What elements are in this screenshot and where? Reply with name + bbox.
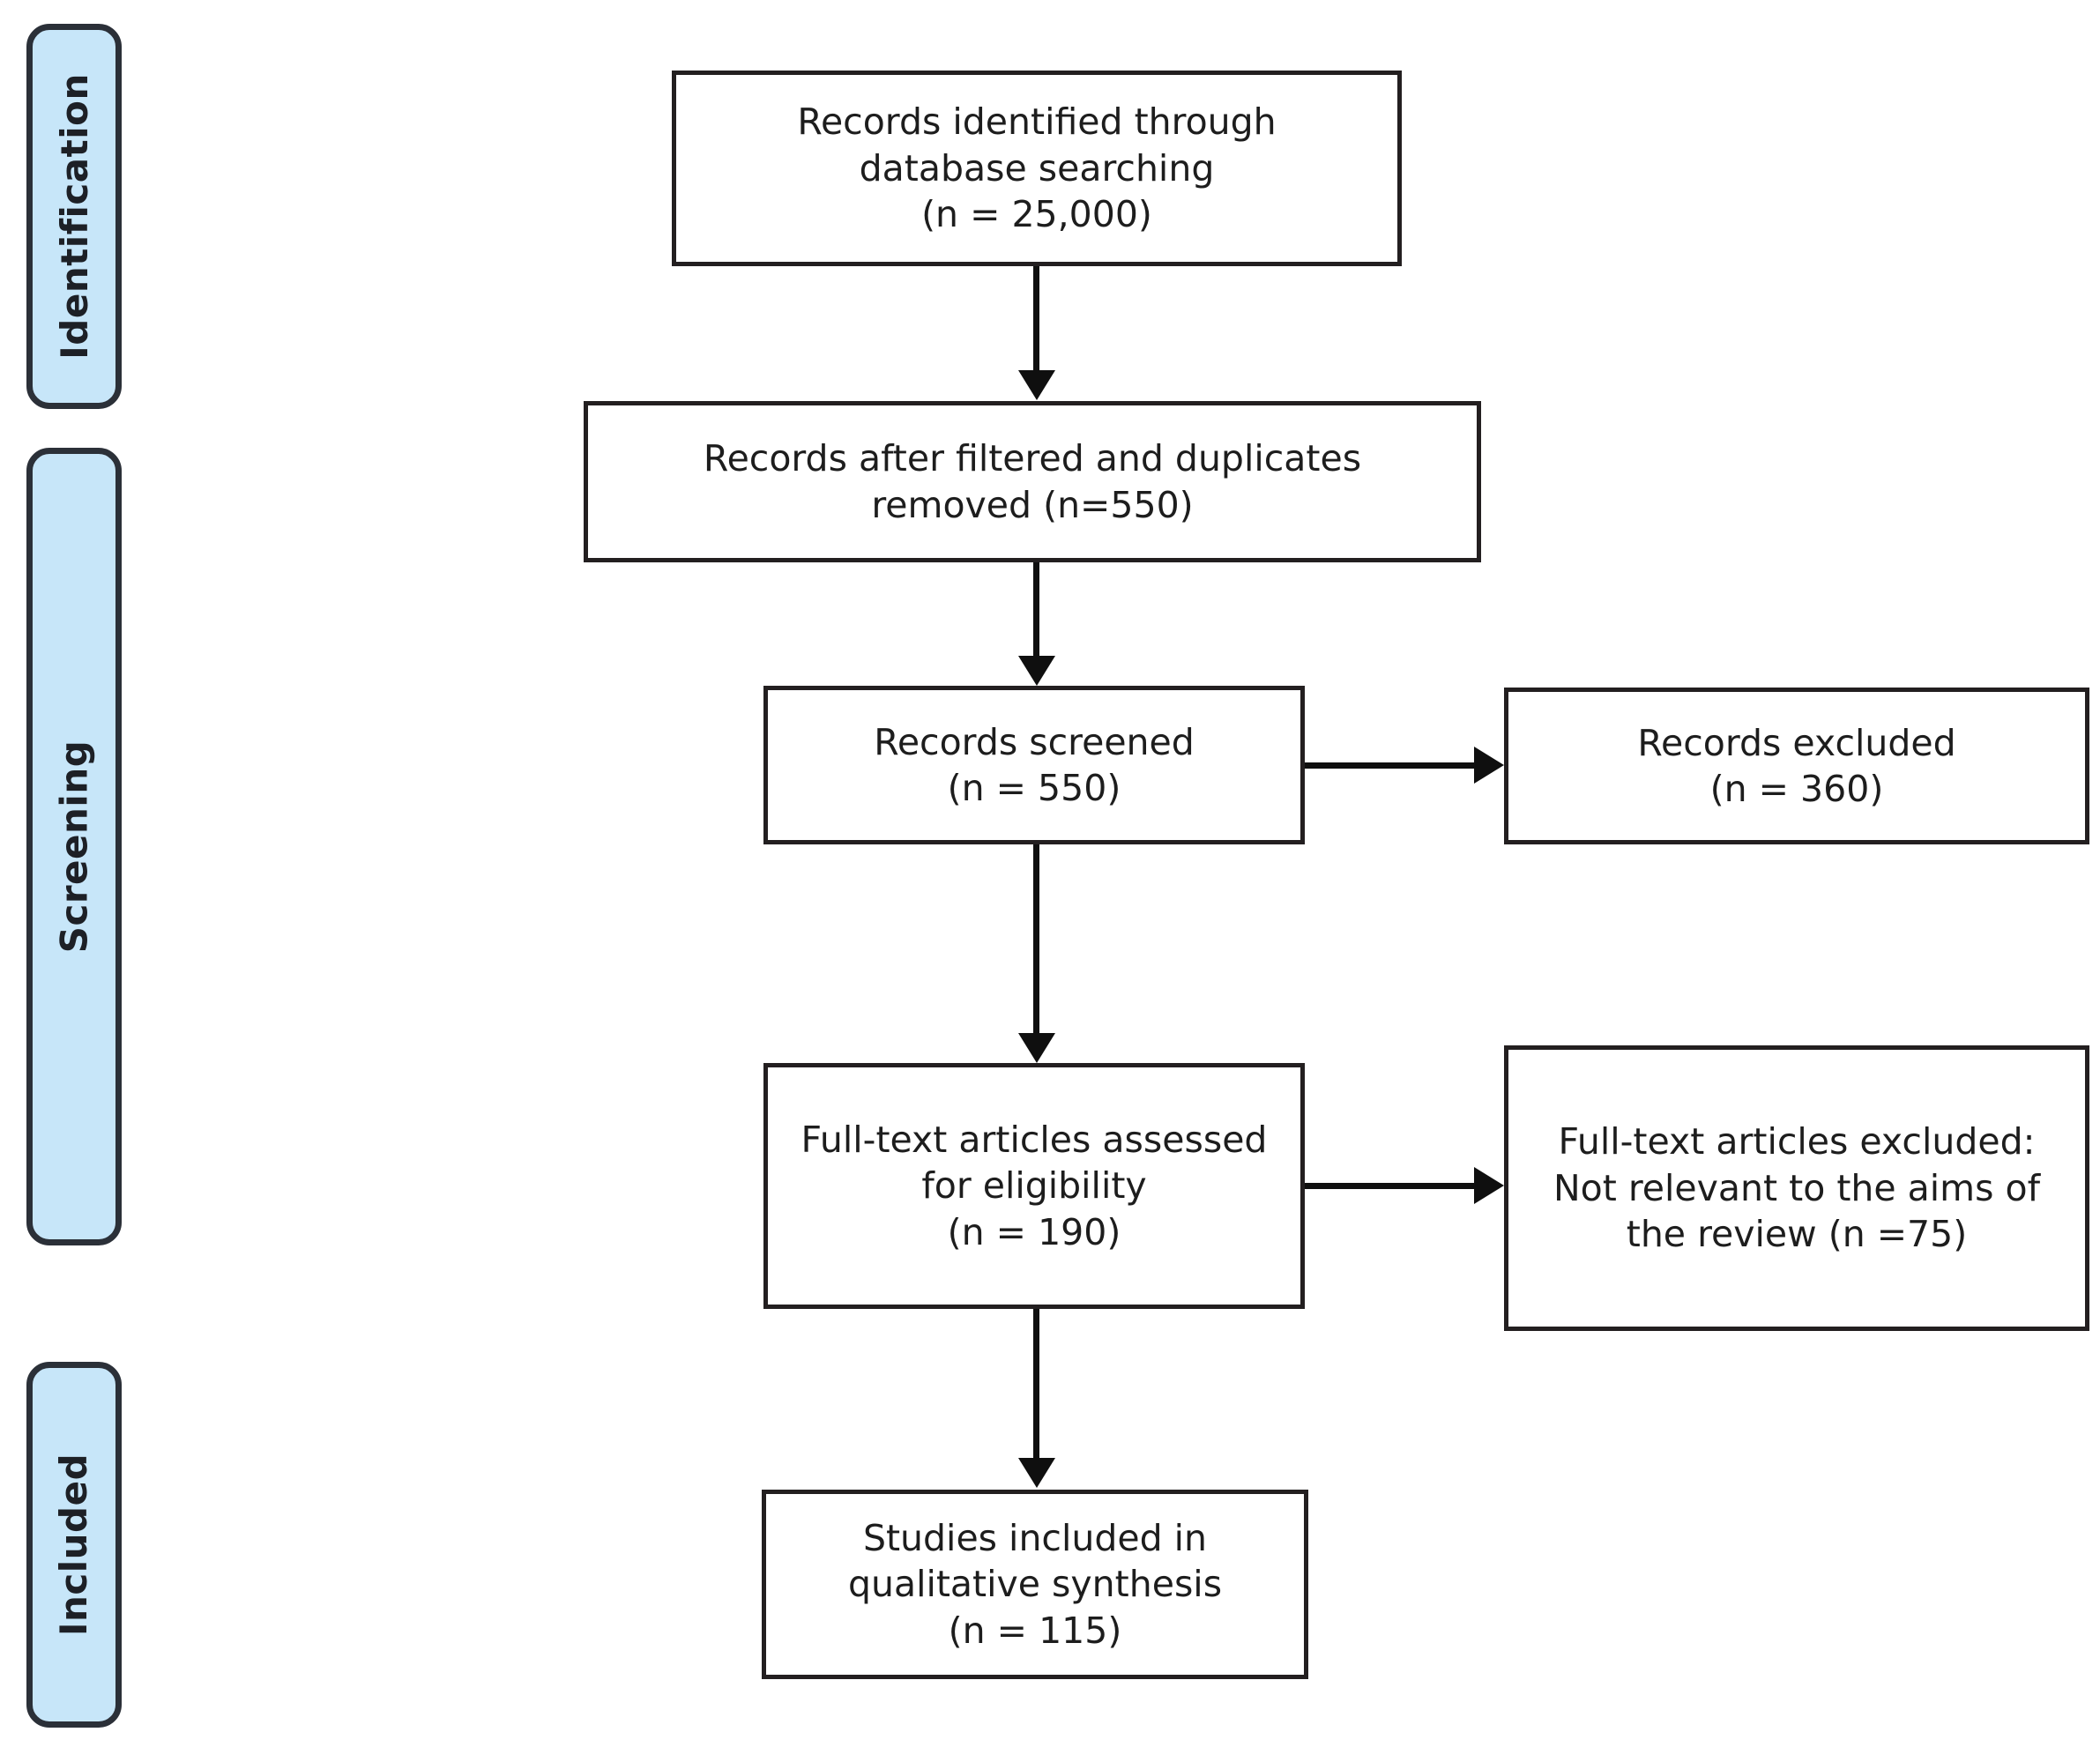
box-fulltext-excluded-text: Full-text articles excluded: Not relevan…	[1553, 1120, 2041, 1256]
stage-tab-identification[interactable]: Identification	[26, 24, 122, 409]
stage-tab-identification-label: Identification	[52, 73, 96, 360]
arrowhead-fulltext-to-included	[1018, 1458, 1055, 1488]
arrowhead-screened-to-fulltext	[1018, 1033, 1055, 1063]
box-studies-included-text: Studies included in qualitative synthesi…	[847, 1516, 1223, 1652]
stage-tab-screening[interactable]: Screening	[26, 448, 122, 1245]
box-studies-included[interactable]: Studies included in qualitative synthesi…	[762, 1490, 1308, 1679]
box-records-screened-text: Records screened (n = 550)	[874, 720, 1195, 809]
arrowhead-screened-to-excluded	[1474, 747, 1504, 784]
arrowhead-identified-to-afterdup	[1018, 370, 1055, 400]
connector-afterdup-to-screened	[1033, 562, 1039, 658]
stage-tab-included[interactable]: Included	[26, 1362, 122, 1728]
connector-fulltext-to-included	[1033, 1309, 1039, 1461]
arrowhead-fulltext-to-fulltext-excluded	[1474, 1167, 1504, 1204]
box-fulltext-assessed[interactable]: Full-text articles assessed for eligibil…	[763, 1063, 1305, 1309]
box-records-after-duplicates-text: Records after filtered and duplicates re…	[703, 437, 1362, 526]
box-fulltext-excluded[interactable]: Full-text articles excluded: Not relevan…	[1504, 1045, 2089, 1331]
box-fulltext-assessed-text: Full-text articles assessed for eligibil…	[801, 1118, 1268, 1253]
box-records-after-duplicates[interactable]: Records after filtered and duplicates re…	[584, 401, 1481, 562]
stage-tab-screening-label: Screening	[52, 740, 96, 954]
stage-tab-included-label: Included	[52, 1453, 96, 1637]
connector-identified-to-afterdup	[1033, 266, 1039, 374]
connector-fulltext-to-fulltext-excluded	[1305, 1183, 1481, 1189]
connector-screened-to-excluded	[1305, 762, 1481, 769]
box-records-excluded-text: Records excluded (n = 360)	[1637, 721, 1956, 810]
connector-screened-to-fulltext	[1033, 844, 1039, 1037]
box-records-excluded[interactable]: Records excluded (n = 360)	[1504, 688, 2089, 844]
box-records-identified[interactable]: Records identified through database sear…	[672, 71, 1402, 266]
box-records-screened[interactable]: Records screened (n = 550)	[763, 686, 1305, 844]
box-records-identified-text: Records identified through database sear…	[797, 100, 1277, 236]
arrowhead-afterdup-to-screened	[1018, 656, 1055, 686]
